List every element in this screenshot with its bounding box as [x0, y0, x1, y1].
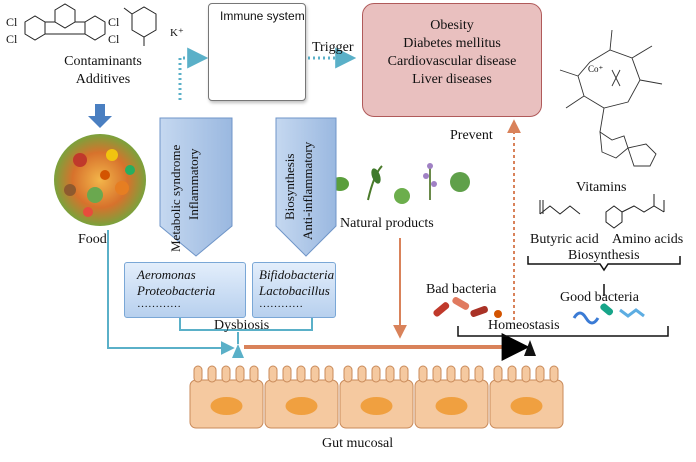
microvillus [357, 365, 367, 383]
bad-bacteria-box: Aeromonas Proteobacteria ………… [124, 262, 246, 318]
inflammatory-label: Inflammatory [186, 148, 201, 220]
homeostasis-label: Homeostasis [488, 318, 560, 333]
microvillus [535, 365, 545, 383]
microvillus [268, 365, 278, 383]
butyric-acid-molecule-icon [539, 200, 581, 215]
microvillus [474, 365, 484, 383]
gut-mucosa-cells [189, 365, 564, 429]
dysbiosis-bracket [179, 316, 313, 331]
bifidobacteria-label: Bifidobacteria [259, 267, 335, 282]
good-box-ellipsis: ………… [259, 298, 303, 310]
cell-nucleus [285, 397, 318, 415]
microvillus [221, 365, 231, 383]
vitamins-label: Vitamins [576, 180, 627, 195]
anti-inflammatory-label: Anti-inflammatory [300, 141, 315, 240]
aeromonas-label: Aeromonas [137, 267, 196, 282]
biosynthesis-brace [527, 256, 681, 272]
cell-nucleus [435, 397, 468, 415]
microvillus [324, 365, 334, 383]
metabolic-syndrome-label: Metabolic syndrome [168, 144, 183, 252]
microvillus [249, 365, 259, 383]
contaminant-arrow [88, 104, 112, 128]
microvillus [493, 365, 503, 383]
microvillus [460, 365, 470, 383]
acesulfame-molecule-icon [123, 6, 157, 46]
proteobacteria-label: Proteobacteria [137, 283, 216, 298]
vitamin-b12-molecule-icon [559, 29, 663, 167]
microvillus [446, 365, 456, 383]
butyric-acid-label: Butyric acid [530, 232, 599, 247]
good-bacteria-icon [572, 303, 645, 325]
lactobacillus-label: Lactobacillus [259, 283, 330, 298]
food-label: Food [78, 232, 107, 247]
dysbiosis-label: Dysbiosis [214, 318, 270, 333]
chlorine-label-3: Cl [108, 15, 120, 29]
microvillus [549, 365, 559, 383]
food-to-mucosa-line [107, 230, 235, 355]
trigger-label: Trigger [312, 40, 354, 55]
disease-liver: Liver diseases [412, 72, 492, 87]
bad-bacteria-label: Bad bacteria [426, 282, 497, 297]
potassium-label: K⁺ [170, 27, 184, 39]
microvillus [282, 365, 292, 383]
microvillus [310, 365, 320, 383]
microvillus [521, 365, 531, 383]
cell-nucleus [210, 397, 243, 415]
chlorine-label-2: Cl [6, 32, 18, 46]
bad-bacteria-icon [433, 297, 502, 318]
microvillus [418, 365, 428, 383]
microvillus [385, 365, 395, 383]
biosynthesis-arrow-shape [275, 117, 337, 257]
homeostasis-pivot [524, 340, 536, 356]
bad-box-ellipsis: ………… [137, 298, 181, 310]
microvillus [399, 365, 409, 383]
microvillus [235, 365, 245, 383]
good-bacteria-label: Good bacteria [560, 290, 639, 305]
microvillus [207, 365, 217, 383]
disease-obesity: Obesity [430, 18, 474, 33]
microvillus [193, 365, 203, 383]
natural-products-icon [331, 163, 470, 204]
amino-acid-molecule-icon [605, 194, 665, 229]
gut-mucosal-label: Gut mucosal [322, 436, 394, 451]
biosynthesis-label: Biosynthesis [568, 248, 640, 263]
dysbiosis-pointer [232, 344, 244, 358]
good-bacteria-box: Bifidobacteria Lactobacillus ………… [252, 262, 336, 318]
dioxin-molecule-icon [24, 3, 106, 41]
cell-nucleus [360, 397, 393, 415]
additives-label: Additives [75, 72, 131, 87]
chlorine-label-1: Cl [6, 15, 18, 29]
natural-products-label: Natural products [340, 216, 434, 231]
microvillus [371, 365, 381, 383]
microvillus [432, 365, 442, 383]
disease-cardiovascular: Cardiovascular disease [387, 54, 517, 69]
food-plate-icon [54, 134, 146, 226]
microvillus [507, 365, 517, 383]
amino-acids-label: Amino acids [612, 232, 684, 247]
immune-system-box [208, 3, 306, 101]
disease-diabetes: Diabetes mellitus [403, 36, 501, 51]
metabolic-arrow [159, 117, 233, 257]
homeostasis-beam [457, 326, 669, 337]
microvillus [296, 365, 306, 383]
prevent-label: Prevent [450, 128, 493, 143]
cobalt-label: Co⁺ [588, 64, 604, 74]
disease-box: Obesity Diabetes mellitus Cardiovascular… [362, 3, 542, 117]
immune-system-title: Immune system [220, 9, 305, 23]
contaminants-label: Contaminants [64, 54, 142, 69]
biosynthesis-vertical-label: Biosynthesis [282, 153, 297, 220]
cell-nucleus [510, 397, 543, 415]
microvillus [343, 365, 353, 383]
food-to-immune-arrow [178, 47, 209, 100]
chlorine-label-4: Cl [108, 32, 120, 46]
